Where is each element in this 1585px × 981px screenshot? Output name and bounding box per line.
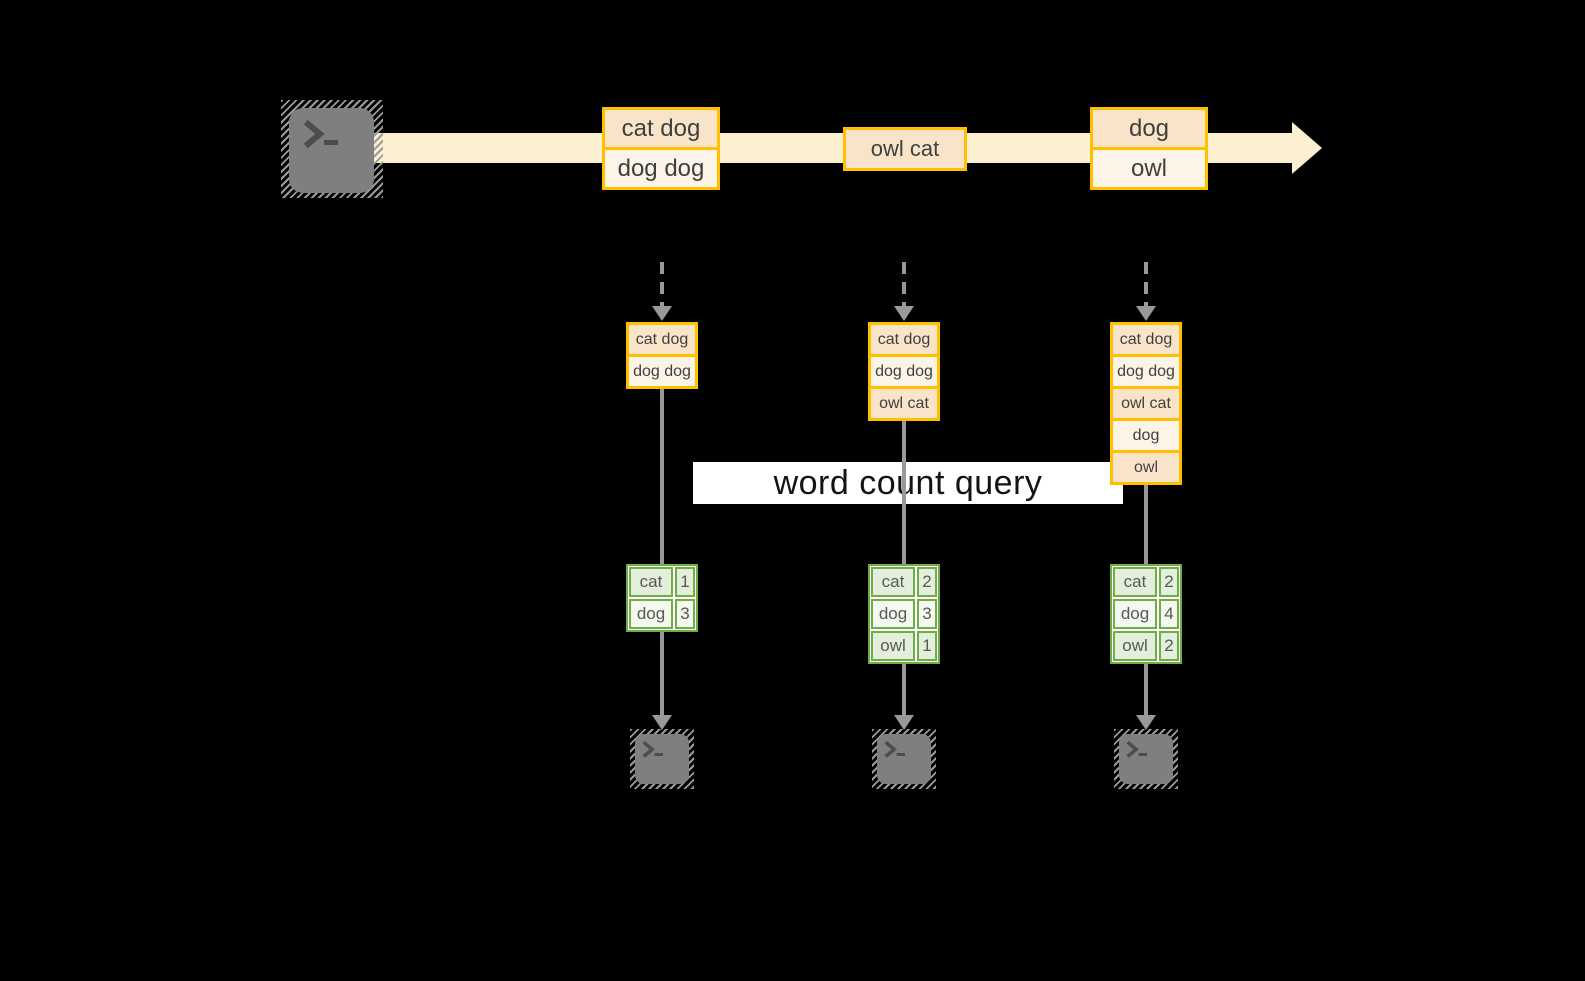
count-cell: 3 <box>917 599 937 629</box>
word-cell: owl <box>1113 631 1157 661</box>
buffered-message: cat dog <box>868 322 940 357</box>
prompt-icon <box>303 120 338 149</box>
connector-line <box>902 421 906 564</box>
buffered-message: dog dog <box>1110 354 1182 389</box>
buffered-message: owl cat <box>868 386 940 421</box>
dashed-arrowhead-icon <box>894 306 914 321</box>
word-cell: cat <box>1113 567 1157 597</box>
connector-line <box>902 663 906 716</box>
buffered-message: cat dog <box>626 322 698 357</box>
prompt-icon <box>884 741 905 758</box>
buffered-message: dog dog <box>868 354 940 389</box>
prompt-icon <box>1126 741 1147 758</box>
word-cell: cat <box>871 567 915 597</box>
arrowhead-icon <box>894 715 914 730</box>
sink-terminal-icon <box>872 729 936 789</box>
stream-message: owl <box>1090 147 1208 190</box>
count-cell: 2 <box>1159 567 1179 597</box>
word-cell: dog <box>629 599 673 629</box>
query-label-text: word count query <box>773 463 1043 502</box>
stream-arrowhead-icon <box>1292 122 1322 174</box>
connector-line <box>1144 485 1148 564</box>
arrowhead-icon <box>1136 715 1156 730</box>
count-cell: 1 <box>675 567 695 597</box>
terminal-screen <box>877 734 931 784</box>
count-cell: 2 <box>1159 631 1179 661</box>
buffered-message: dog dog <box>626 354 698 389</box>
prompt-icon <box>642 741 663 758</box>
word-cell: owl <box>871 631 915 661</box>
stream-message: cat dog <box>602 107 720 150</box>
source-terminal-icon <box>281 100 383 198</box>
sink-terminal-icon <box>1114 729 1178 789</box>
stream-message: owl cat <box>843 127 967 171</box>
word-cell: dog <box>1113 599 1157 629</box>
dashed-arrow <box>660 262 664 306</box>
stream-message: dog <box>1090 107 1208 150</box>
connector-line <box>1144 663 1148 716</box>
terminal-screen <box>289 108 374 193</box>
word-cell: cat <box>629 567 673 597</box>
count-cell: 3 <box>675 599 695 629</box>
word-cell: dog <box>871 599 915 629</box>
dashed-arrowhead-icon <box>1136 306 1156 321</box>
terminal-screen <box>635 734 689 784</box>
query-label: word count query <box>693 462 1123 504</box>
arrowhead-icon <box>652 715 672 730</box>
connector-line <box>660 389 664 564</box>
stream-message: dog dog <box>602 147 720 190</box>
buffered-message: owl cat <box>1110 386 1182 421</box>
buffered-message: owl <box>1110 450 1182 485</box>
count-cell: 2 <box>917 567 937 597</box>
dashed-arrow <box>902 262 906 306</box>
count-cell: 4 <box>1159 599 1179 629</box>
terminal-screen <box>1119 734 1173 784</box>
connector-line <box>660 631 664 716</box>
dashed-arrow <box>1144 262 1148 306</box>
dashed-arrowhead-icon <box>652 306 672 321</box>
count-cell: 1 <box>917 631 937 661</box>
buffered-message: dog <box>1110 418 1182 453</box>
sink-terminal-icon <box>630 729 694 789</box>
buffered-message: cat dog <box>1110 322 1182 357</box>
